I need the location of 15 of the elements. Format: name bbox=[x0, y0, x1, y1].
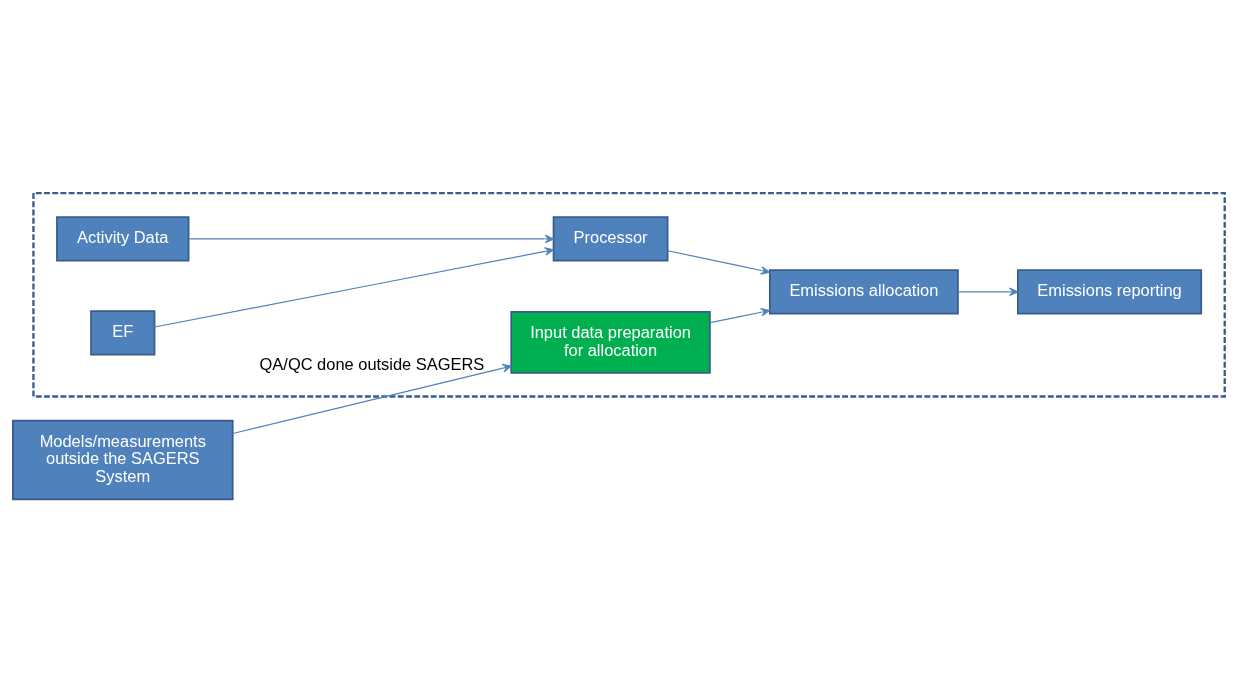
node-box: Emissions reporting bbox=[1016, 268, 1203, 314]
arrow bbox=[232, 363, 512, 434]
edge-label: QA/QC done outside SAGERS bbox=[259, 354, 485, 373]
node-box: Emissions allocation bbox=[768, 268, 959, 314]
arrow bbox=[667, 249, 770, 275]
node-box: Models/measurements outside the SAGERS System bbox=[12, 419, 234, 500]
node-box: Activity Data bbox=[56, 215, 190, 262]
arrow bbox=[154, 246, 554, 328]
node-box: Input data preparation for allocation bbox=[510, 310, 711, 374]
arrow bbox=[709, 307, 771, 323]
cluster bbox=[32, 191, 1226, 398]
arrow bbox=[188, 234, 555, 243]
node-box: EF bbox=[90, 309, 156, 356]
node-box: Processor bbox=[552, 215, 669, 262]
arrow bbox=[957, 287, 1019, 296]
